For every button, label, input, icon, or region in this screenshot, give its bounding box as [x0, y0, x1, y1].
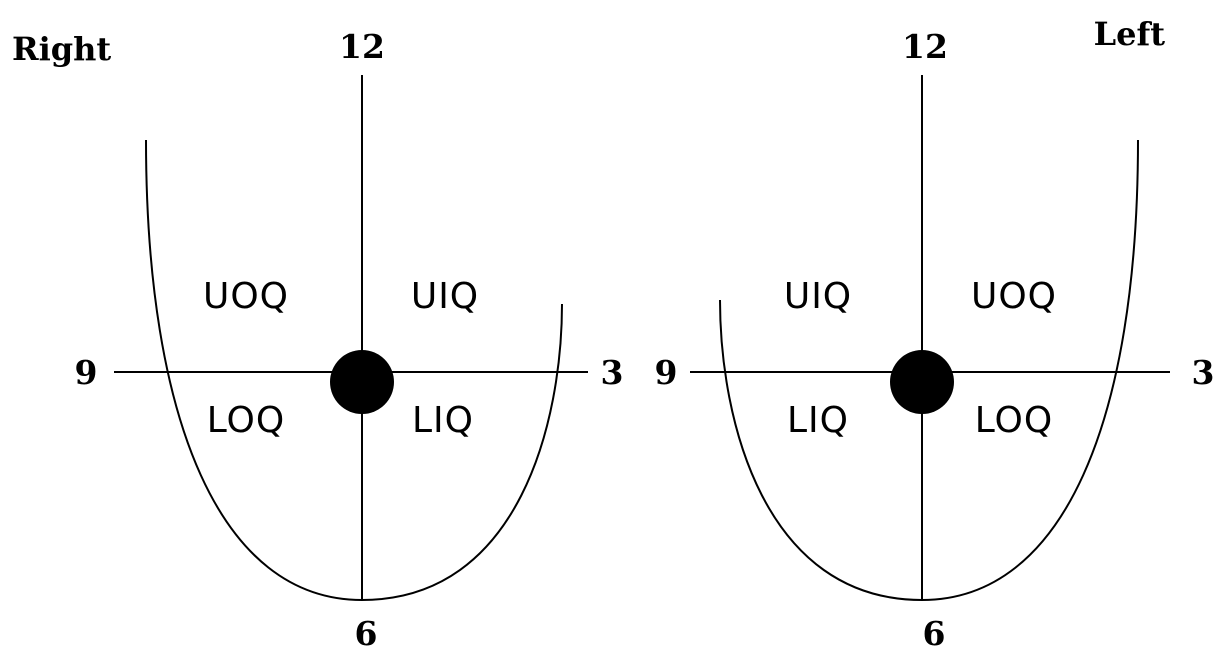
left-quadrant-upper-left: UIQ [784, 276, 852, 317]
left-quadrant-lower-right: LOQ [975, 400, 1053, 441]
left-quadrant-upper-right: UOQ [971, 276, 1057, 317]
right-clock-3: 3 [601, 353, 624, 392]
right-quadrant-lower-right: LIQ [412, 400, 474, 441]
left-breast-diagram: Left 12 9 3 6 UIQ UOQ LIQ LOQ [655, 15, 1215, 652]
left-breast-outline [719, 139, 1139, 602]
right-quadrant-upper-left: UOQ [203, 276, 289, 317]
right-clock-6: 6 [355, 614, 378, 652]
right-nipple-marker [330, 350, 394, 414]
left-clock-12: 12 [902, 27, 948, 66]
side-label-right: Right [12, 30, 111, 68]
right-clock-12: 12 [339, 27, 385, 66]
right-quadrant-upper-right: UIQ [411, 276, 479, 317]
left-nipple-marker [890, 350, 954, 414]
right-breast-diagram: Right 12 9 3 6 UOQ UIQ LOQ LIQ [12, 27, 623, 652]
left-clock-3: 3 [1192, 353, 1215, 392]
left-clock-9: 9 [655, 353, 678, 392]
right-quadrant-lower-left: LOQ [207, 400, 285, 441]
left-quadrant-lower-left: LIQ [787, 400, 849, 441]
right-breast-outline [145, 139, 563, 602]
side-label-left: Left [1094, 15, 1166, 53]
left-clock-6: 6 [923, 614, 946, 652]
right-clock-9: 9 [75, 353, 98, 392]
